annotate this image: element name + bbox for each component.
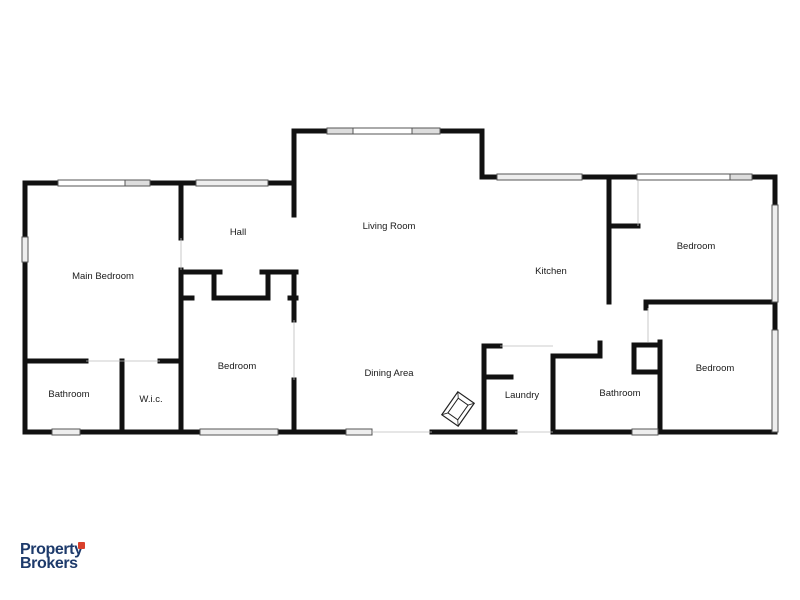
label-dining-area: Dining Area [364, 368, 414, 379]
walls [22, 128, 778, 435]
door-openings [86, 180, 649, 433]
label-bathroom-sw: Bathroom [48, 389, 89, 400]
label-bedroom-center: Bedroom [218, 361, 257, 372]
label-laundry: Laundry [505, 390, 540, 401]
label-wic: W.i.c. [139, 394, 162, 405]
label-hall: Hall [230, 227, 246, 238]
brand-line-2: Brokers [20, 555, 78, 572]
brand-line-1: Property [20, 541, 83, 558]
room-labels: Main Bedroom Hall Living Room Kitchen Be… [48, 221, 734, 405]
label-living-room: Living Room [363, 221, 416, 232]
label-bathroom-se: Bathroom [599, 388, 640, 399]
brand-logo: Property Brokers [20, 541, 83, 572]
label-bedroom-se: Bedroom [696, 363, 735, 374]
label-main-bedroom: Main Bedroom [72, 271, 134, 282]
fireplace-icon [440, 390, 476, 428]
label-kitchen: Kitchen [535, 266, 567, 277]
label-bedroom-ne: Bedroom [677, 241, 716, 252]
windows [21, 127, 779, 436]
brand-mark-icon [78, 542, 85, 549]
